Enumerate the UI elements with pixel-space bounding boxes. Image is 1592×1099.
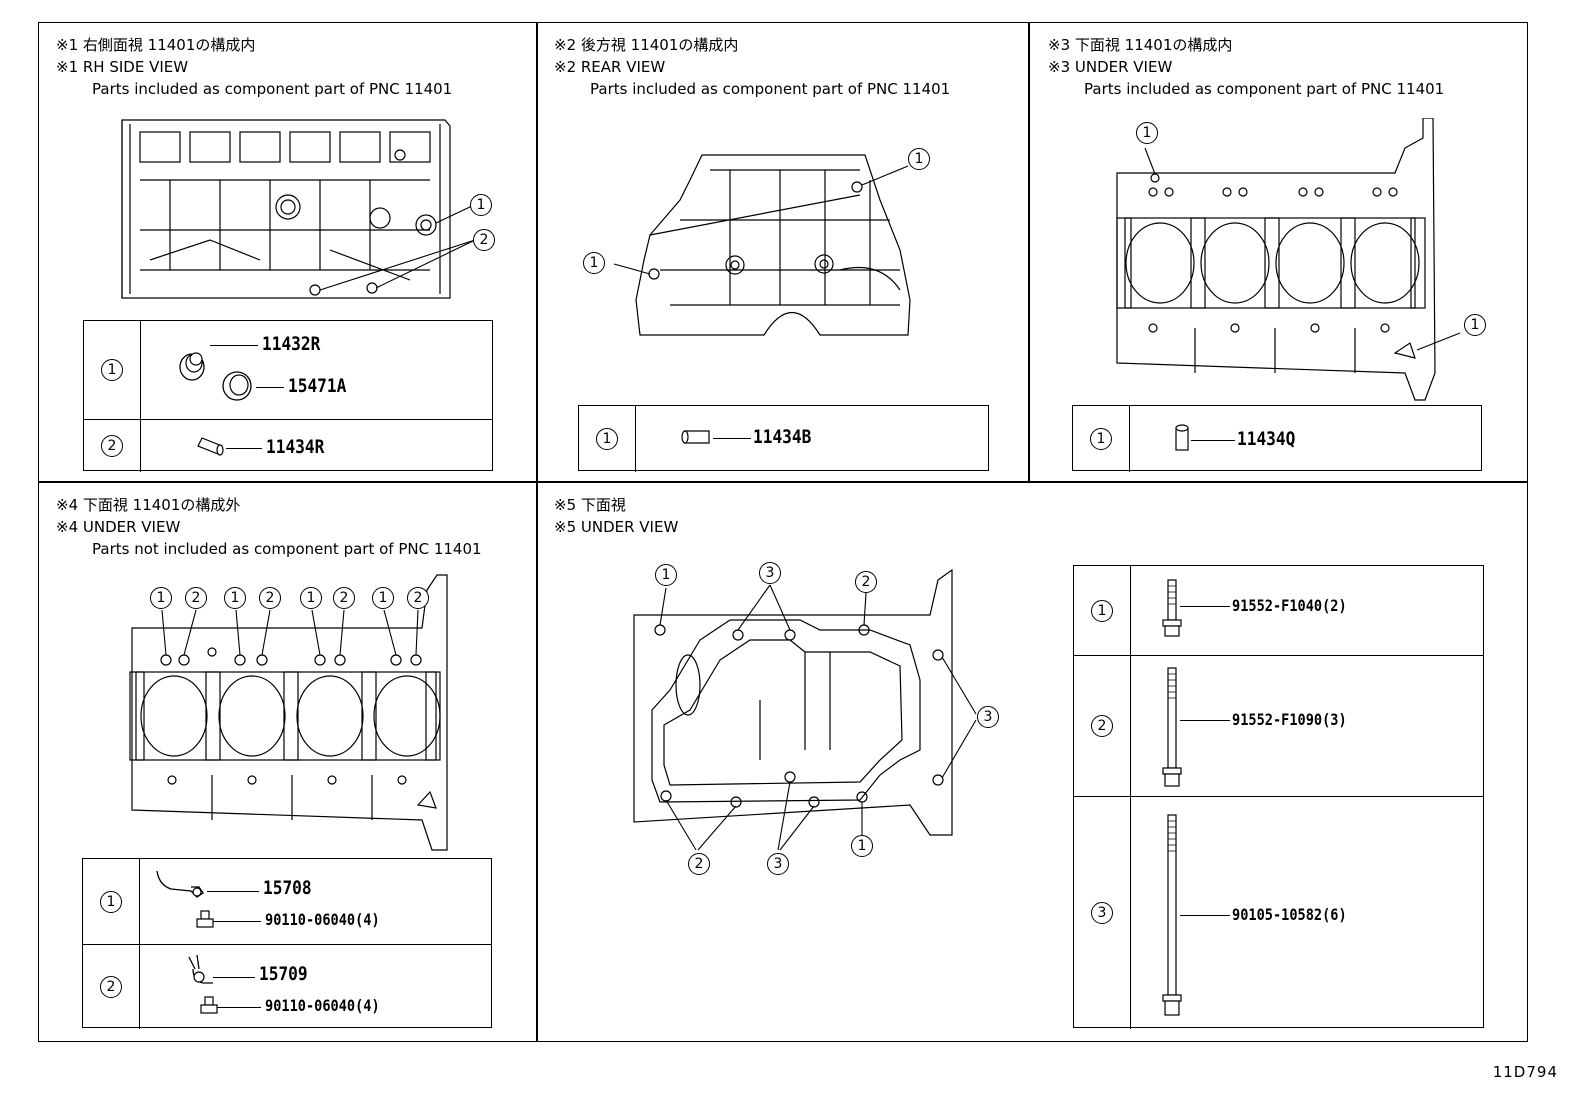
panel3-under-drawing xyxy=(1116,118,1461,401)
part-number: 91552-F1040(2) xyxy=(1232,596,1347,615)
callout-2: 2 xyxy=(688,853,710,875)
part-number: 15708 xyxy=(263,877,312,899)
panel2-row-1: 1 11434B xyxy=(579,406,988,472)
panel4-header: ※4 下面視 11401の構成外 ※4 UNDER VIEW Parts not… xyxy=(56,494,482,560)
panel2-header: ※2 後方視 11401の構成内 ※2 REAR VIEW Parts incl… xyxy=(554,34,950,100)
callout-2: 2 xyxy=(855,571,877,593)
callout-1: 1 xyxy=(655,564,677,586)
row-index-badge: 1 xyxy=(101,359,123,381)
panel5-title-jp: ※5 下面視 xyxy=(554,496,626,514)
row-index-badge: 2 xyxy=(101,435,123,457)
callout-1: 1 xyxy=(470,194,492,216)
panel2-note: Parts included as component part of PNC … xyxy=(590,80,951,98)
panel5-parts-table: 1 91552-F1040(2) 2 91552-F1090(3) 3 901 xyxy=(1073,565,1484,1029)
part-number: 90110-06040(4) xyxy=(265,996,380,1015)
panel3-row-1: 1 11434Q xyxy=(1073,406,1481,472)
part-number: 11434Q xyxy=(1237,428,1296,450)
panel3-title-jp: ※3 下面視 11401の構成内 xyxy=(1048,36,1233,54)
panel1-parts-table: 1 11432R 15471A 2 11434R xyxy=(83,320,493,472)
callout-1: 1 xyxy=(300,587,322,609)
panel3-note: Parts included as component part of PNC … xyxy=(1084,80,1445,98)
callout-1: 1 xyxy=(150,587,172,609)
row-index-badge: 1 xyxy=(1091,599,1113,622)
oil-jet-icon xyxy=(156,870,204,898)
callout-2: 2 xyxy=(473,229,495,251)
part-number: 11434R xyxy=(266,436,325,458)
oil-jet-icon xyxy=(188,954,213,984)
dowel-pin-icon xyxy=(681,430,710,444)
callout-1: 1 xyxy=(372,587,394,609)
callout-1: 1 xyxy=(851,835,873,857)
panel1-title-en: ※1 RH SIDE VIEW xyxy=(56,58,189,76)
panel2-title-jp: ※2 後方視 11401の構成内 xyxy=(554,36,739,54)
part-number: 90110-06040(4) xyxy=(265,910,380,929)
part-number: 11434B xyxy=(753,426,812,448)
bolt-icon xyxy=(1162,667,1182,787)
callout-3: 3 xyxy=(759,562,781,584)
divider-v1 xyxy=(536,22,538,1042)
callout-1: 1 xyxy=(908,148,930,170)
diagram-frame xyxy=(38,22,1528,1042)
part-number: 91552-F1090(3) xyxy=(1232,710,1347,729)
callout-1: 1 xyxy=(1464,314,1486,336)
callout-1: 1 xyxy=(1136,122,1158,144)
panel4-note: Parts not included as component part of … xyxy=(92,540,482,558)
panel4-under-drawing xyxy=(129,574,448,851)
part-number: 15709 xyxy=(259,963,308,985)
panel5-row-3: 3 90105-10582(6) xyxy=(1074,796,1483,1029)
callout-2: 2 xyxy=(185,587,207,609)
callout-2: 2 xyxy=(333,587,355,609)
callout-2: 2 xyxy=(407,587,429,609)
row-index-badge: 1 xyxy=(596,428,618,450)
panel4-parts-table: 1 15708 90110-06040(4) 2 15709 90110-060… xyxy=(82,858,492,1029)
panel1-row-2: 2 11434R xyxy=(84,419,492,472)
row-index-badge: 1 xyxy=(1090,428,1112,450)
panel2-title-en: ※2 REAR VIEW xyxy=(554,58,666,76)
divider-v2 xyxy=(1028,22,1030,482)
panel5-row-1: 1 91552-F1040(2) xyxy=(1074,566,1483,655)
diagram-code: 11D794 xyxy=(1492,1063,1558,1081)
panel1-title-jp: ※1 右側面視 11401の構成内 xyxy=(56,36,256,54)
part-number: 11432R xyxy=(262,333,321,355)
panel3-parts-table: 1 11434Q xyxy=(1072,405,1482,472)
panel1-rh-side-drawing xyxy=(121,119,476,299)
panel5-header: ※5 下面視 ※5 UNDER VIEW xyxy=(554,494,678,538)
cap-plug-icon xyxy=(179,352,205,381)
bolt-icon xyxy=(196,910,214,928)
panel5-under-drawing xyxy=(633,568,977,851)
panel1-header: ※1 右側面視 11401の構成内 ※1 RH SIDE VIEW Parts … xyxy=(56,34,452,100)
panel3-header: ※3 下面視 11401の構成内 ※3 UNDER VIEW Parts inc… xyxy=(1048,34,1444,100)
part-number: 15471A xyxy=(288,375,347,397)
dowel-pin-icon xyxy=(197,437,224,456)
panel1-note: Parts included as component part of PNC … xyxy=(92,80,453,98)
panel4-row-2: 2 15709 90110-06040(4) xyxy=(83,944,491,1029)
callout-1: 1 xyxy=(224,587,246,609)
part-number: 90105-10582(6) xyxy=(1232,905,1347,924)
callout-2: 2 xyxy=(259,587,281,609)
panel4-title-jp: ※4 下面視 11401の構成外 xyxy=(56,496,241,514)
panel5-row-2: 2 91552-F1090(3) xyxy=(1074,655,1483,796)
panel2-rear-drawing xyxy=(613,154,911,336)
row-index-badge: 3 xyxy=(1091,902,1113,924)
bolt-icon xyxy=(1162,579,1182,637)
row-index-badge: 1 xyxy=(100,890,122,913)
panel4-title-en: ※4 UNDER VIEW xyxy=(56,518,181,536)
panel2-parts-table: 1 11434B xyxy=(578,405,989,472)
panel5-title-en: ※5 UNDER VIEW xyxy=(554,518,679,536)
divider-h1 xyxy=(38,481,1528,483)
dowel-pin-icon xyxy=(1175,424,1189,451)
panel3-title-en: ※3 UNDER VIEW xyxy=(1048,58,1173,76)
callout-3: 3 xyxy=(767,853,789,875)
bolt-icon xyxy=(200,996,218,1014)
callout-3: 3 xyxy=(977,706,999,728)
bolt-icon xyxy=(1162,814,1182,1016)
panel1-row-1: 1 11432R 15471A xyxy=(84,321,492,419)
panel4-row-1: 1 15708 90110-06040(4) xyxy=(83,859,491,944)
seal-ring-icon xyxy=(222,371,252,401)
row-index-badge: 2 xyxy=(1091,715,1113,737)
row-index-badge: 2 xyxy=(100,976,122,998)
callout-1: 1 xyxy=(583,252,605,274)
